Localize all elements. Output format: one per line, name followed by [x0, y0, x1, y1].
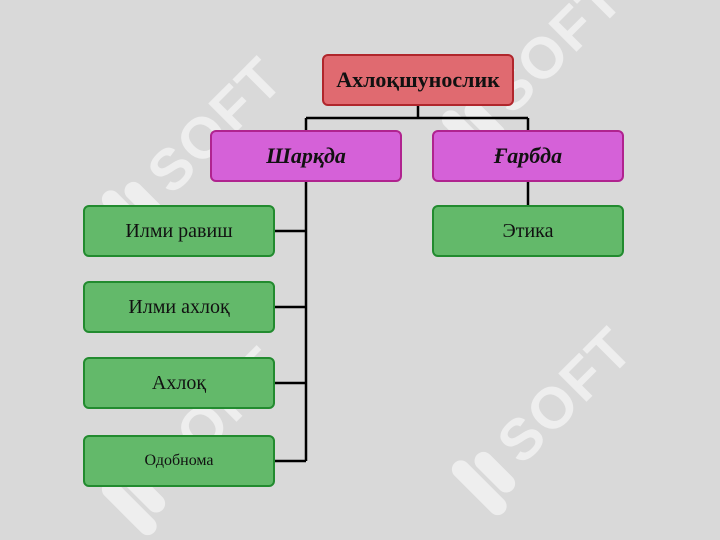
leaf-node: Илми ахлоқ — [83, 281, 275, 333]
leaf-node: Ахлоқ — [83, 357, 275, 409]
branch-west: Ғарбда — [432, 130, 624, 182]
leaf-label: Ахлоқ — [151, 371, 207, 394]
branch-east-label: Шарқда — [266, 143, 346, 168]
branch-west-label: Ғарбда — [493, 143, 563, 168]
root-label: Ахлоқшунослик — [336, 67, 500, 92]
leaf-node: Илми равиш — [83, 205, 275, 257]
leaf-label: Илми равиш — [125, 219, 233, 242]
leaf-label: Илми ахлоқ — [128, 295, 230, 318]
branch-east: Шарқда — [210, 130, 402, 182]
leaf-node: Этика — [432, 205, 624, 257]
root-node: Ахлоқшунослик — [322, 54, 514, 106]
leaf-label: Этика — [502, 219, 554, 242]
leaf-label: Одобнома — [144, 452, 214, 469]
leaf-node: Одобнома — [83, 435, 275, 487]
